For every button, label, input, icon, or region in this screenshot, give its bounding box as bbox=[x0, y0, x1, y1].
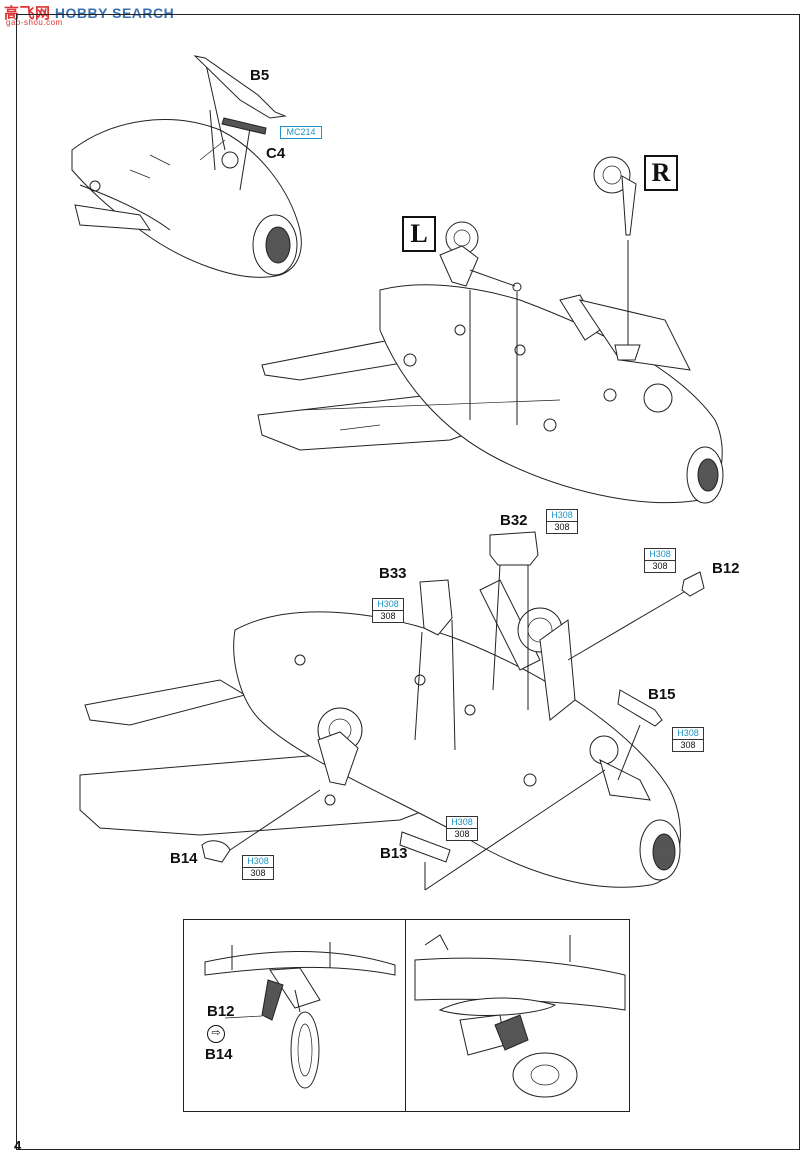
part-label-b14: B14 bbox=[170, 850, 198, 867]
detail-divider bbox=[405, 919, 406, 1112]
color-tag-code: H308 bbox=[547, 510, 577, 522]
part-label-c4: C4 bbox=[266, 145, 286, 162]
color-tag-code: H308 bbox=[243, 856, 273, 868]
color-tag-number: 308 bbox=[454, 829, 470, 839]
detail-label-b14: B14 bbox=[205, 1046, 233, 1063]
color-tag-b32: H308 308 bbox=[546, 509, 578, 534]
color-tag-number: 308 bbox=[680, 740, 696, 750]
material-tag-code: MC214 bbox=[286, 127, 316, 137]
alternative-symbol-icon: ⇨ bbox=[207, 1025, 225, 1043]
color-tag-code: H308 bbox=[373, 599, 403, 611]
watermark-brand-cn: 高飞网 bbox=[4, 5, 51, 22]
watermark-brand-en: HOBBY SEARCH bbox=[54, 5, 175, 21]
top-fuselage-drawing bbox=[71, 55, 302, 278]
color-tag-b14: H308 308 bbox=[242, 855, 274, 880]
part-label-b5: B5 bbox=[250, 67, 270, 84]
color-tag-code: H308 bbox=[673, 728, 703, 740]
lower-aircraft-drawing bbox=[79, 531, 705, 891]
color-tag-b12: H308 308 bbox=[644, 548, 676, 573]
part-label-b15: B15 bbox=[648, 686, 676, 703]
part-label-b13: B13 bbox=[380, 845, 408, 862]
page-frame bbox=[16, 14, 800, 1150]
color-tag-b13: H308 308 bbox=[446, 816, 478, 841]
watermark: 高飞网 HOBBY SEARCH gao-shou.com bbox=[4, 2, 175, 27]
part-label-b32: B32 bbox=[500, 512, 528, 529]
left-side-marker: L bbox=[402, 216, 436, 252]
color-tag-code: H308 bbox=[447, 817, 477, 829]
detail-inset-box bbox=[183, 919, 630, 1112]
color-tag-code: H308 bbox=[645, 549, 675, 561]
color-tag-number: 308 bbox=[652, 561, 668, 571]
right-side-marker: R bbox=[644, 155, 678, 191]
detail-left-drawing bbox=[204, 942, 396, 1089]
color-tag-number: 308 bbox=[250, 868, 266, 878]
watermark-site: gao-shou.com bbox=[6, 18, 63, 27]
color-tag-b15: H308 308 bbox=[672, 727, 704, 752]
material-tag-mc214: MC214 bbox=[280, 126, 322, 139]
color-tag-number: 308 bbox=[554, 522, 570, 532]
page-number: 4 bbox=[14, 1138, 22, 1153]
part-label-b12: B12 bbox=[712, 560, 740, 577]
color-tag-b33: H308 308 bbox=[372, 598, 404, 623]
detail-right-drawing bbox=[414, 934, 626, 1098]
part-label-b33: B33 bbox=[379, 565, 407, 582]
detail-label-b12: B12 bbox=[207, 1003, 235, 1020]
middle-aircraft-drawing bbox=[257, 156, 724, 504]
color-tag-number: 308 bbox=[380, 611, 396, 621]
